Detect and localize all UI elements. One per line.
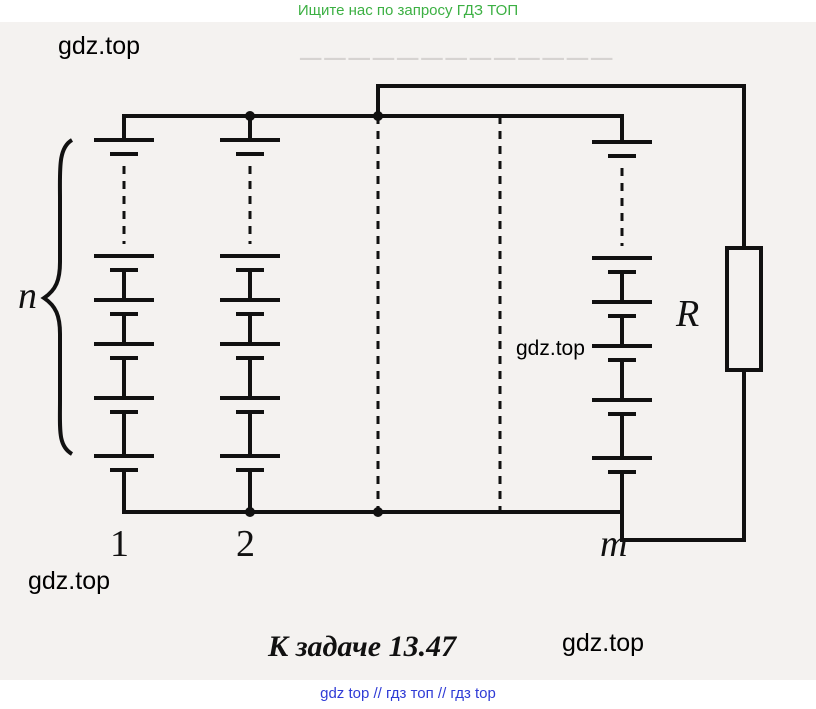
label-n: n [18, 275, 37, 317]
label-m: m [600, 523, 627, 565]
watermark: gdz.top [58, 32, 141, 60]
battery-column-1 [94, 138, 154, 472]
page-background [0, 22, 816, 680]
resistor-R [725, 246, 763, 372]
junction-bottom-dashed [373, 507, 383, 517]
ghost-text: ───────────── [300, 42, 616, 75]
battery-column-2 [220, 138, 280, 472]
brace-n [40, 138, 74, 456]
label-1: 1 [110, 523, 129, 565]
battery-column-m [592, 140, 652, 474]
wire-outer-bottom [620, 368, 746, 542]
junction-top-col2 [245, 111, 255, 121]
label-2: 2 [236, 523, 255, 565]
label-R: R [675, 293, 699, 335]
watermark: gdz.top [516, 337, 585, 360]
junction-top-outer [373, 111, 383, 121]
bottom-banner[interactable]: gdz top // гдз топ // гдз top [0, 680, 816, 709]
diagram-caption: К задаче 13.47 [267, 630, 457, 663]
top-banner[interactable]: Ищите нас по запросу ГДЗ ТОП [0, 0, 816, 22]
watermark: gdz.top [28, 567, 111, 595]
watermark: gdz.top [562, 629, 645, 657]
junction-bottom-col2 [245, 507, 255, 517]
wire-outer-top [376, 84, 746, 250]
